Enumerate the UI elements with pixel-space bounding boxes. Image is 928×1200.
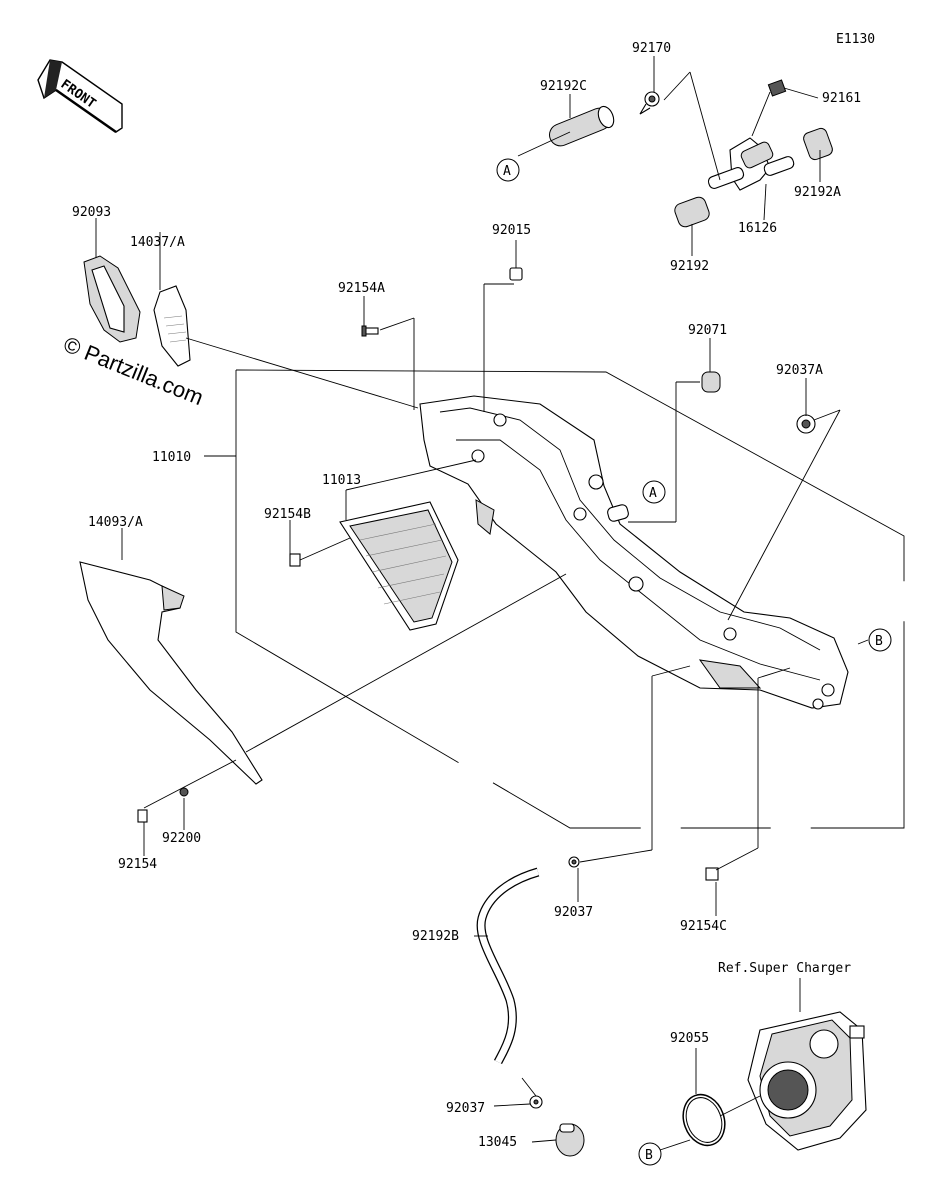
part-label-92071: 92071 — [688, 323, 727, 338]
bolt-92154B — [289, 553, 301, 567]
side-cover-14093A — [79, 561, 263, 785]
bolt-92154C — [705, 867, 719, 881]
pipe-16126 — [707, 137, 795, 191]
clamp-92037A — [796, 414, 816, 434]
collar-92200 — [179, 787, 189, 797]
part-label-13045: 13045 — [478, 1135, 517, 1150]
ref-marker-b-bottom-label: B — [645, 1148, 653, 1163]
part-label-92154: 92154 — [118, 857, 157, 872]
air-filter-11013 — [339, 501, 459, 631]
part-label-92037-lower: 92037 — [446, 1101, 485, 1116]
part-label-14093A: 14093/A — [88, 515, 143, 530]
breather-hose-92192C — [549, 105, 615, 147]
o-ring-92055 — [682, 1093, 726, 1147]
part-label-92154B: 92154B — [264, 507, 311, 522]
part-label-92055: 92055 — [670, 1031, 709, 1046]
ref-marker-b-mid-label: B — [875, 634, 883, 649]
bolt-92154 — [137, 809, 148, 823]
part-label-92192B: 92192B — [412, 929, 459, 944]
bolt-92015 — [509, 267, 523, 281]
part-label-92037-upper: 92037 — [554, 905, 593, 920]
reference-label-supercharger: Ref.Super Charger — [718, 961, 851, 976]
front-arrow-icon: FRONT — [37, 59, 123, 134]
part-label-92154C: 92154C — [680, 919, 727, 934]
leader-lines — [95, 56, 905, 1151]
ref-marker-a-mid-label: A — [649, 486, 657, 501]
airbox-11010 — [419, 395, 849, 710]
hose-92192A — [803, 127, 833, 161]
part-label-92200: 92200 — [162, 831, 201, 846]
part-label-92037A: 92037A — [776, 363, 823, 378]
ref-marker-a-mid: A — [642, 480, 666, 504]
bolt-92154A — [361, 325, 379, 337]
clamp-92037-upper — [568, 856, 580, 868]
part-label-11013: 11013 — [322, 473, 361, 488]
ref-marker-b-bottom: B — [638, 1142, 662, 1166]
drain-hose-92192B — [476, 867, 540, 1065]
cap-92161 — [767, 79, 787, 97]
part-label-92154A: 92154A — [338, 281, 385, 296]
part-label-92015: 92015 — [492, 223, 531, 238]
diagram-code: E1130 — [836, 32, 875, 47]
part-label-92192C: 92192C — [540, 79, 587, 94]
part-label-92192A: 92192A — [794, 185, 841, 200]
part-label-14037A: 14037/A — [130, 235, 185, 250]
part-label-16126: 16126 — [738, 221, 777, 236]
ref-marker-a-top: A — [496, 158, 520, 182]
part-label-11010: 11010 — [152, 450, 191, 465]
part-label-92192: 92192 — [670, 259, 709, 274]
supercharger — [747, 1011, 867, 1151]
part-label-92170: 92170 — [632, 41, 671, 56]
part-label-92161: 92161 — [822, 91, 861, 106]
ref-marker-a-top-label: A — [503, 164, 511, 179]
hose-92192 — [674, 196, 710, 228]
clamp-92037-lower — [529, 1095, 543, 1109]
cover-92093 — [83, 255, 141, 343]
ref-marker-b-mid: B — [868, 628, 892, 652]
part-label-92093: 92093 — [72, 205, 111, 220]
grommet-92071 — [701, 371, 721, 393]
clamp-92170 — [639, 91, 660, 115]
plug-13045 — [555, 1123, 585, 1157]
duct-14037A — [153, 285, 191, 367]
